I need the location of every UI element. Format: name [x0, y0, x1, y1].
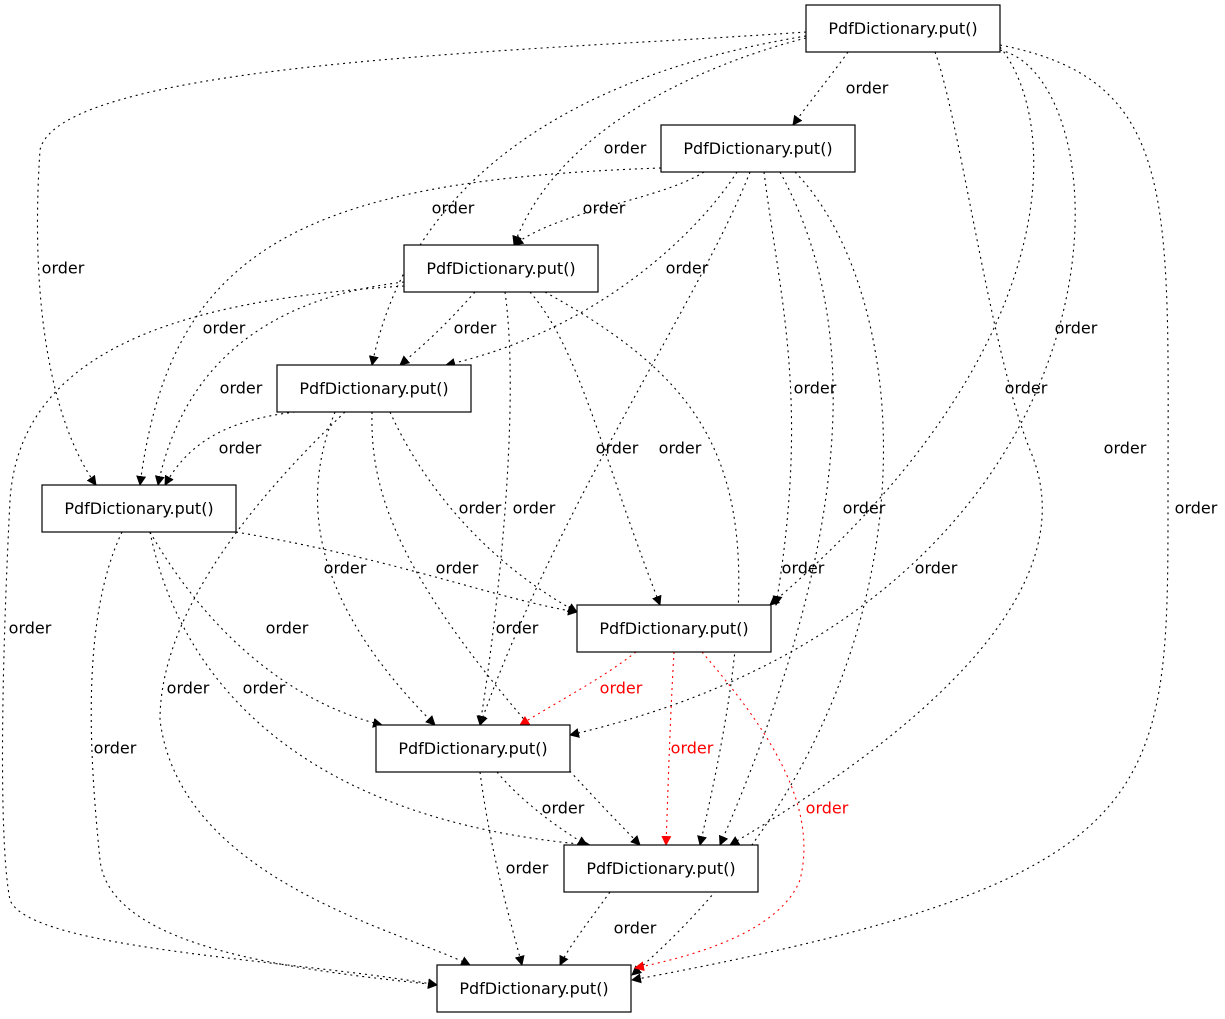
edge-label-n5-n8: order — [243, 679, 286, 698]
edges — [1, 31, 1169, 989]
edge-n6-n9 — [634, 651, 805, 972]
edge-label-n1-n7: order — [1104, 439, 1147, 458]
node-n8: PdfDictionary.put() — [563, 844, 759, 893]
edge-label-n1-n6: order — [1055, 319, 1098, 338]
node-n7: PdfDictionary.put() — [375, 724, 571, 773]
edge-label-n2-n3: order — [583, 199, 626, 218]
edge-n5-n8 — [149, 531, 591, 850]
node-n6: PdfDictionary.put() — [576, 604, 772, 653]
edge-label-n5-n6: order — [436, 559, 479, 578]
node-label: PdfDictionary.put() — [683, 139, 832, 158]
edge-label-n1-n3: order — [604, 139, 647, 158]
edge-n3-n8 — [544, 291, 740, 846]
edge-n6-n8 — [661, 651, 675, 846]
node-label: PdfDictionary.put() — [599, 619, 748, 638]
edge-n8-n9 — [559, 891, 611, 966]
edge-label-n3-n9: order — [9, 619, 52, 638]
edge-n2-n8 — [719, 171, 834, 846]
node-label: PdfDictionary.put() — [459, 979, 608, 998]
edge-n1-n5 — [36, 31, 807, 486]
node-box — [563, 844, 759, 893]
node-box — [375, 724, 571, 773]
node-n5: PdfDictionary.put() — [41, 484, 237, 533]
edge-n3-n9 — [1, 285, 438, 989]
edge-label-n3-n8: order — [782, 559, 825, 578]
node-n4: PdfDictionary.put() — [276, 364, 472, 413]
edge-label-n2-n6: order — [794, 379, 837, 398]
node-box — [576, 604, 772, 653]
edge-n3-n6 — [529, 291, 662, 606]
edge-n4-n9 — [159, 411, 471, 966]
node-label: PdfDictionary.put() — [586, 859, 735, 878]
edge-n2-n7 — [478, 171, 751, 726]
edge-n7-n8 — [496, 771, 588, 846]
edge-label-n5-n7: order — [266, 619, 309, 638]
node-label: PdfDictionary.put() — [828, 19, 977, 38]
edge-n5-n6 — [235, 531, 578, 616]
edge-label-n2-n7: order — [659, 439, 702, 458]
node-box — [41, 484, 237, 533]
edge-n1-n4 — [368, 35, 807, 366]
edge-labels: order order order order order order order order… — [9, 79, 1218, 938]
node-n2: PdfDictionary.put() — [660, 124, 856, 173]
edge-n4-n7 — [316, 411, 436, 726]
edge-n2-n4 — [445, 171, 738, 368]
edge-label-n4-n8: order — [496, 619, 539, 638]
edge-label-n1-n9: order — [1175, 499, 1218, 518]
edge-label-n2-n8: order — [843, 499, 886, 518]
node-box — [436, 964, 632, 1013]
edge-n4-n8 — [371, 411, 641, 846]
node-label: PdfDictionary.put() — [64, 499, 213, 518]
edge-label-n6-n9: order — [806, 799, 849, 818]
edge-label-n4-n6: order — [459, 499, 502, 518]
edge-label-n2-n4: order — [666, 259, 709, 278]
edge-label-n2-n5: order — [203, 319, 246, 338]
node-box — [805, 4, 1001, 53]
edge-label-n4-n7: order — [324, 559, 367, 578]
node-n3: PdfDictionary.put() — [403, 244, 599, 293]
edge-n1-n2 — [792, 51, 849, 126]
edge-label-n7-n9: order — [506, 859, 549, 878]
edge-label-n3-n6: order — [596, 439, 639, 458]
edge-label-n3-n4: order — [454, 319, 497, 338]
edge-label-n6-n7: order — [600, 679, 643, 698]
edge-label-n5-n9: order — [94, 739, 137, 758]
edge-n2-n9 — [631, 171, 884, 976]
edge-n4-n6 — [389, 411, 578, 613]
node-label: PdfDictionary.put() — [398, 739, 547, 758]
node-box — [403, 244, 599, 293]
edge-label-n3-n5: order — [220, 379, 263, 398]
edge-n3-n7 — [476, 291, 511, 726]
edge-label-n8-n9: order — [614, 919, 657, 938]
edge-label-n2-n9: order — [915, 559, 958, 578]
edge-n4-n5 — [164, 411, 296, 486]
edge-n2-n6 — [763, 171, 793, 606]
node-n1: PdfDictionary.put() — [805, 4, 1001, 53]
edge-label-n1-n4: order — [432, 199, 475, 218]
nodes: PdfDictionary.put() PdfDictionary.put() Pd… — [41, 4, 1001, 1013]
edge-label-n6-n8: order — [671, 739, 714, 758]
edge-n1-n9 — [631, 44, 1169, 984]
node-box — [660, 124, 856, 173]
edge-n2-n3 — [513, 171, 705, 246]
edge-label-n4-n5: order — [219, 439, 262, 458]
edge-label-n1-n8: order — [1005, 379, 1048, 398]
edge-n1-n7 — [569, 49, 1076, 738]
node-n9: PdfDictionary.put() — [436, 964, 632, 1013]
edge-n1-n3 — [512, 37, 807, 246]
edge-label-n1-n5: order — [42, 259, 85, 278]
node-box — [276, 364, 472, 413]
edge-label-n3-n7: order — [513, 499, 556, 518]
edge-label-n1-n2: order — [846, 79, 889, 98]
node-label: PdfDictionary.put() — [426, 259, 575, 278]
edge-n1-n8 — [729, 51, 1043, 846]
node-label: PdfDictionary.put() — [299, 379, 448, 398]
edge-label-n4-n9: order — [167, 679, 210, 698]
edge-n6-n7 — [519, 651, 637, 726]
edge-label-n7-n8: order — [542, 799, 585, 818]
